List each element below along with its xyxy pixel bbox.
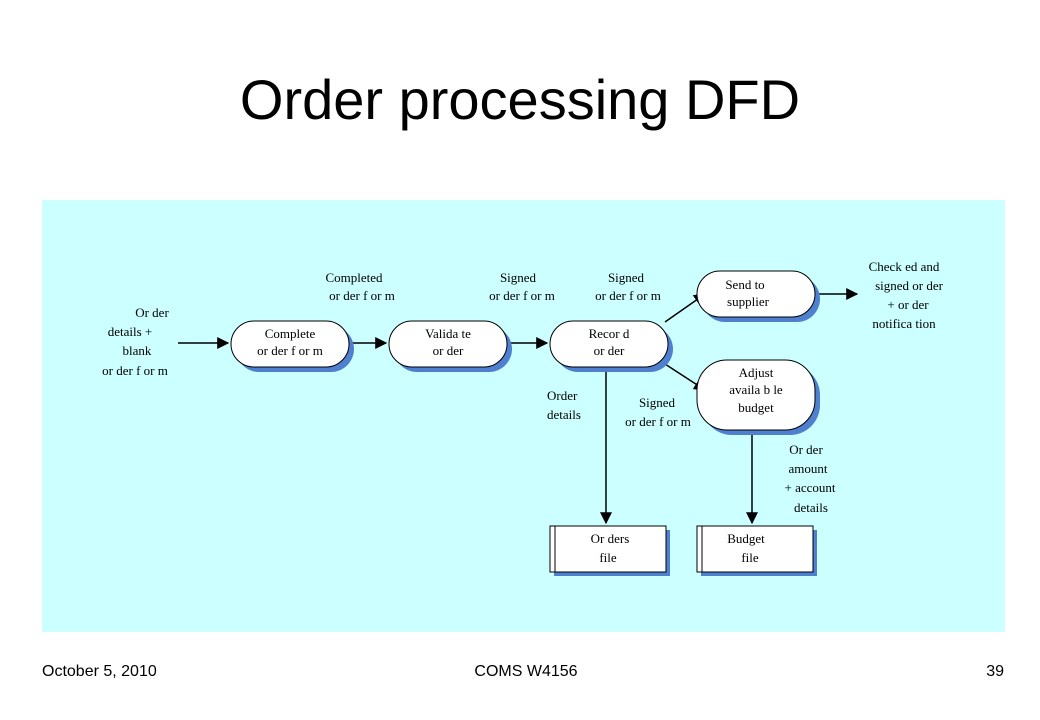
process-label-line: budget [738, 400, 774, 415]
process-label-line: Adjust [739, 365, 774, 380]
process-label-line: or der f or m [257, 343, 323, 358]
flow-label-completed-order-form: Completed or der f or m [325, 270, 394, 303]
process-label-line: availa b le [729, 382, 783, 397]
flow-label-line: or der f or m [595, 288, 661, 303]
flow-label-line: Completed [325, 270, 383, 285]
flow-label-line: + account [784, 480, 835, 495]
flow-label-line: or der f or m [625, 414, 691, 429]
page-number: 39 [986, 663, 1004, 680]
process-label-line: Send to [725, 277, 764, 292]
flow-label-line: Signed [608, 270, 645, 285]
process-complete-order-form: Complete or der f or m [230, 320, 354, 372]
footer-date: October 5, 2010 [42, 663, 157, 680]
flow-label-signed-order-form-3: Signed or der f or m [625, 395, 691, 429]
flow-label-line: or der f or m [329, 288, 395, 303]
slide-title: Order processing DFD [239, 68, 801, 131]
flow-label-line: blank [123, 343, 152, 358]
flow-label-line: Signed [500, 270, 537, 285]
footer-course: COMS W4156 [474, 663, 578, 680]
flow-arrows [178, 288, 859, 525]
flow-label-signed-order-form-1: Signed or der f or m [489, 270, 555, 303]
flow-label-line: amount [789, 461, 828, 476]
data-store-budget-file: Budget file [696, 525, 817, 576]
process-label-line: or der [433, 343, 464, 358]
flow-label-signed-order-form-2: Signed or der f or m [595, 270, 661, 303]
process-record-order: Recor d or der [549, 320, 673, 372]
store-label-line: file [599, 550, 617, 565]
flow-label-line: + or der [887, 297, 929, 312]
flow-label-line: details [547, 407, 581, 422]
flow-label-checked-signed-order: Check ed and signed or der + or der noti… [869, 259, 944, 331]
flow-label-line: Signed [639, 395, 676, 410]
store-label-line: Or ders [591, 531, 630, 546]
process-adjust-budget: Adjust availa b le budget [696, 359, 820, 435]
flow-label-line: signed or der [875, 278, 944, 293]
flow-label-order-amount: Or der amount + account details [784, 442, 835, 515]
store-label-line: Budget [727, 531, 765, 546]
flow-label-line: details + [108, 324, 153, 339]
store-label-line: file [741, 550, 759, 565]
flow-label-line: Order [547, 388, 578, 403]
diagram-background [42, 200, 1005, 632]
flow-label-line: notifica tion [872, 316, 936, 331]
flow-label-line: or der f or m [489, 288, 555, 303]
process-send-to-supplier: Send to supplier [696, 270, 820, 322]
process-validate-order: Valida te or der [388, 320, 512, 372]
flow-label-order-details: Order details [547, 388, 581, 422]
process-label-line: or der [594, 343, 625, 358]
flow-label-line: Or der [789, 442, 823, 457]
dfd-diagram: Complete or der f or m Valida te or der … [42, 200, 1005, 632]
flow-label-line: Or der [135, 305, 169, 320]
flow-label-line: or der f or m [102, 363, 168, 378]
flow-label-line: details [794, 500, 828, 515]
data-store-orders-file: Or ders file [549, 525, 670, 576]
process-label-line: Recor d [589, 326, 630, 341]
process-label-line: Valida te [425, 326, 471, 341]
process-label-line: supplier [727, 294, 770, 309]
flow-label-line: Check ed and [869, 259, 940, 274]
process-label-line: Complete [265, 326, 316, 341]
flow-label-input: Or der details + blank or der f or m [102, 305, 169, 378]
